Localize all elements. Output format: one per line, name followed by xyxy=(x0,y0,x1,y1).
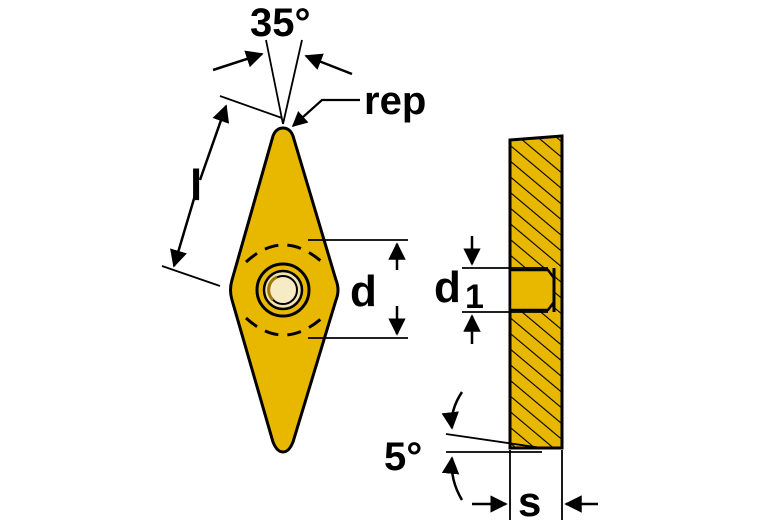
inscribed-circle-dashes xyxy=(244,243,323,337)
clearance-angle-label: 5° xyxy=(384,435,422,479)
inscribed-circle-label: d xyxy=(350,267,377,316)
hole-label-sub: 1 xyxy=(465,278,484,316)
inscribed-circle-dimension: d xyxy=(308,239,408,339)
insert-side-view xyxy=(508,134,564,450)
thickness-dimension: s xyxy=(472,450,598,523)
corner-radius-label: rep xyxy=(364,79,426,123)
hole-label-main: d xyxy=(434,263,461,312)
corner-radius-callout: rep xyxy=(291,79,426,128)
edge-length-dimension: l xyxy=(161,95,283,287)
clearance-angle-dimension: 5° xyxy=(384,391,543,501)
hole-dimension: d 1 xyxy=(434,236,548,344)
thickness-label: s xyxy=(518,478,541,523)
angle-top-label: 35° xyxy=(250,1,311,45)
insert-top-view xyxy=(229,126,340,454)
hole-counterbore xyxy=(508,268,556,312)
edge-length-label: l xyxy=(190,161,202,210)
angle-35-dimension: 35° xyxy=(212,1,353,125)
